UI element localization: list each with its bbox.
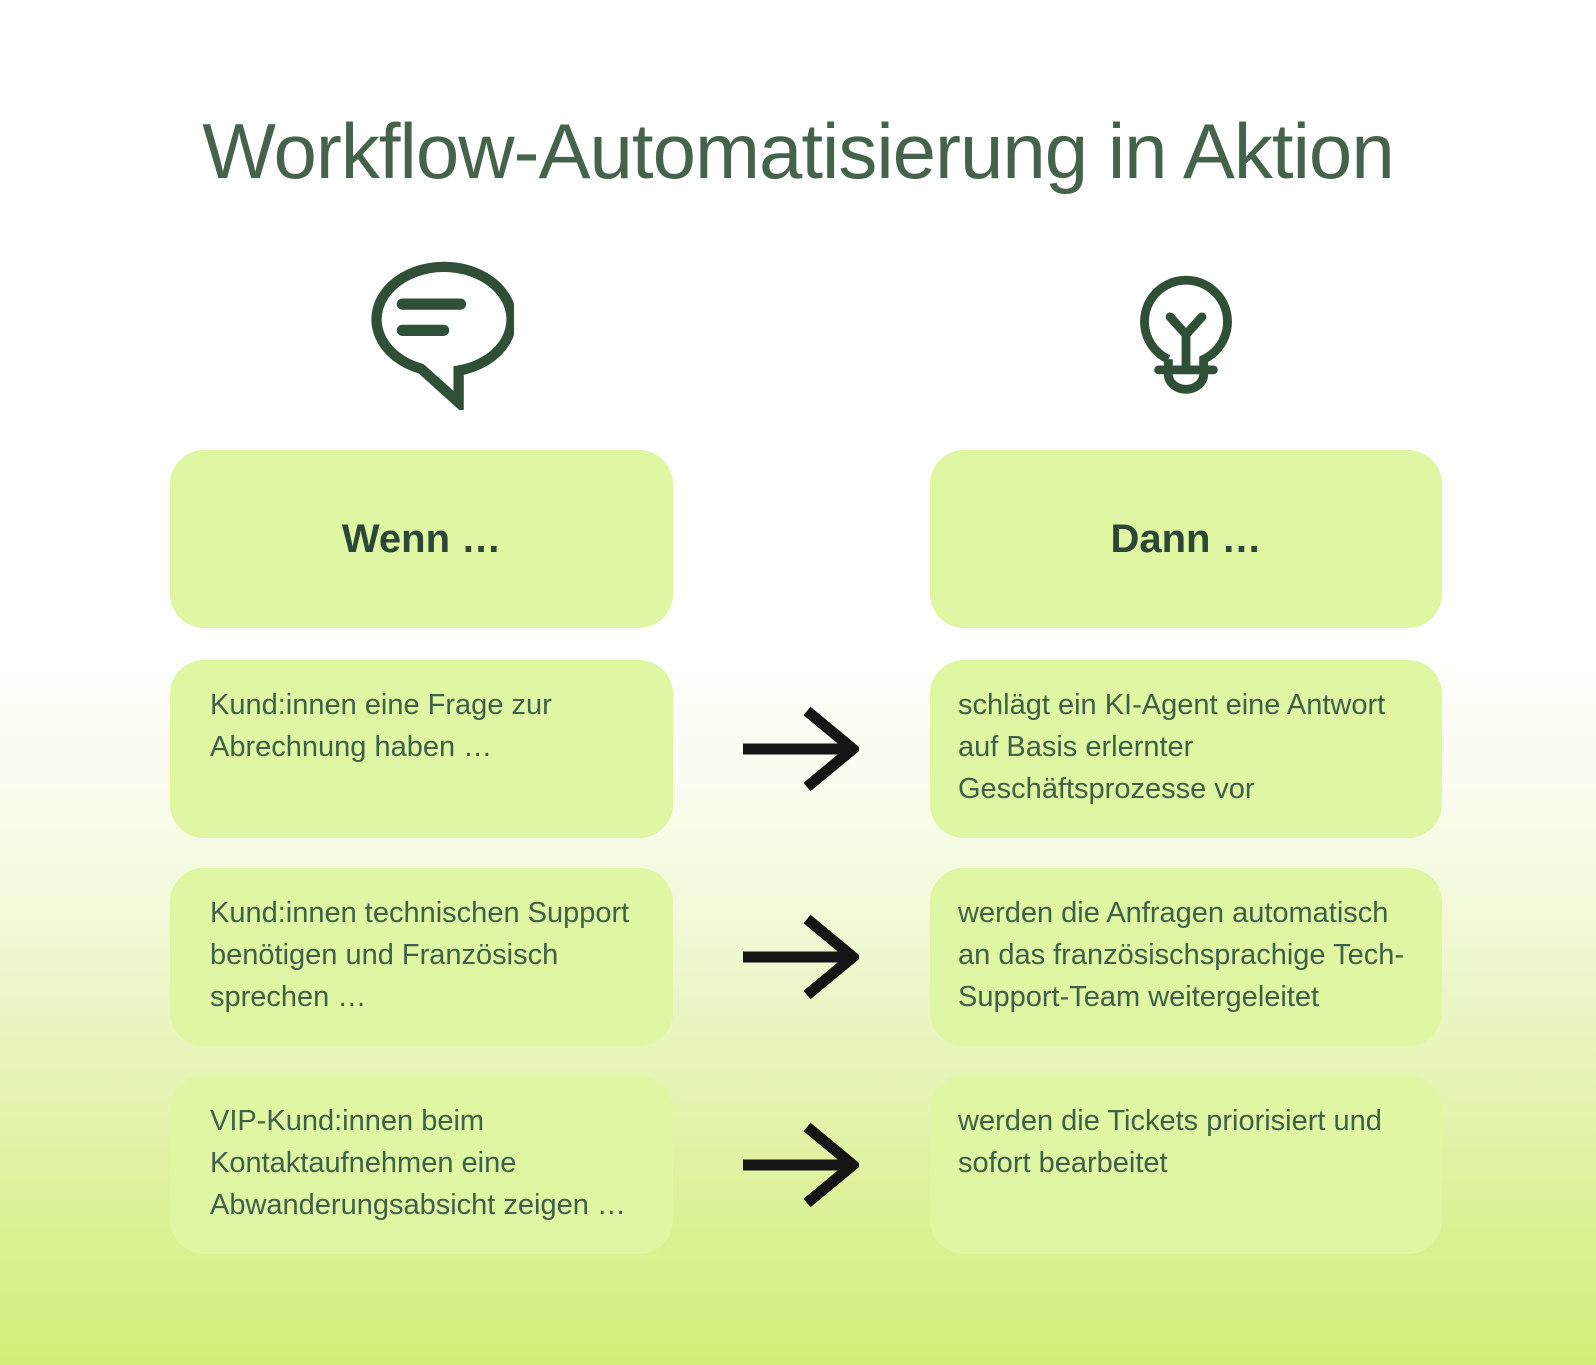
lightbulb-icon: [1133, 252, 1239, 410]
right-arrow-icon: [741, 909, 862, 1010]
wenn-header-label: Wenn …: [341, 516, 502, 561]
wenn-header-box: Wenn …: [170, 450, 673, 628]
dann-header-box: Dann …: [930, 450, 1442, 628]
dann-box-2: werden die Anfragen automatisch an das f…: [930, 868, 1442, 1046]
dann-text-1: schlägt ein KI-Agent eine Antwort auf Ba…: [958, 689, 1386, 805]
right-arrow-icon: [741, 701, 862, 802]
right-arrow-icon: [741, 1117, 862, 1218]
speech-bubble-icon: [362, 260, 514, 410]
wenn-text-2: Kund:innen technischen Support benötigen…: [210, 897, 630, 1013]
wenn-box-1: Kund:innen eine Frage zur Abrechnung hab…: [170, 660, 673, 838]
wenn-text-1: Kund:innen eine Frage zur Abrechnung hab…: [210, 689, 552, 763]
wenn-box-3: VIP-Kund:innen beim Kontaktaufnehmen ein…: [170, 1076, 673, 1254]
page-title: Workflow-Automatisierung in Aktion: [202, 107, 1394, 195]
wenn-box-2: Kund:innen technischen Support benötigen…: [170, 868, 673, 1046]
dann-box-3: werden die Tickets priorisiert und sofor…: [930, 1076, 1442, 1254]
wenn-text-3: VIP-Kund:innen beim Kontaktaufnehmen ein…: [210, 1105, 626, 1221]
dann-header-label: Dann …: [1110, 516, 1262, 561]
dann-box-1: schlägt ein KI-Agent eine Antwort auf Ba…: [930, 660, 1442, 838]
dann-text-3: werden die Tickets priorisiert und sofor…: [958, 1105, 1382, 1179]
dann-text-2: werden die Anfragen automatisch an das f…: [958, 897, 1404, 1013]
